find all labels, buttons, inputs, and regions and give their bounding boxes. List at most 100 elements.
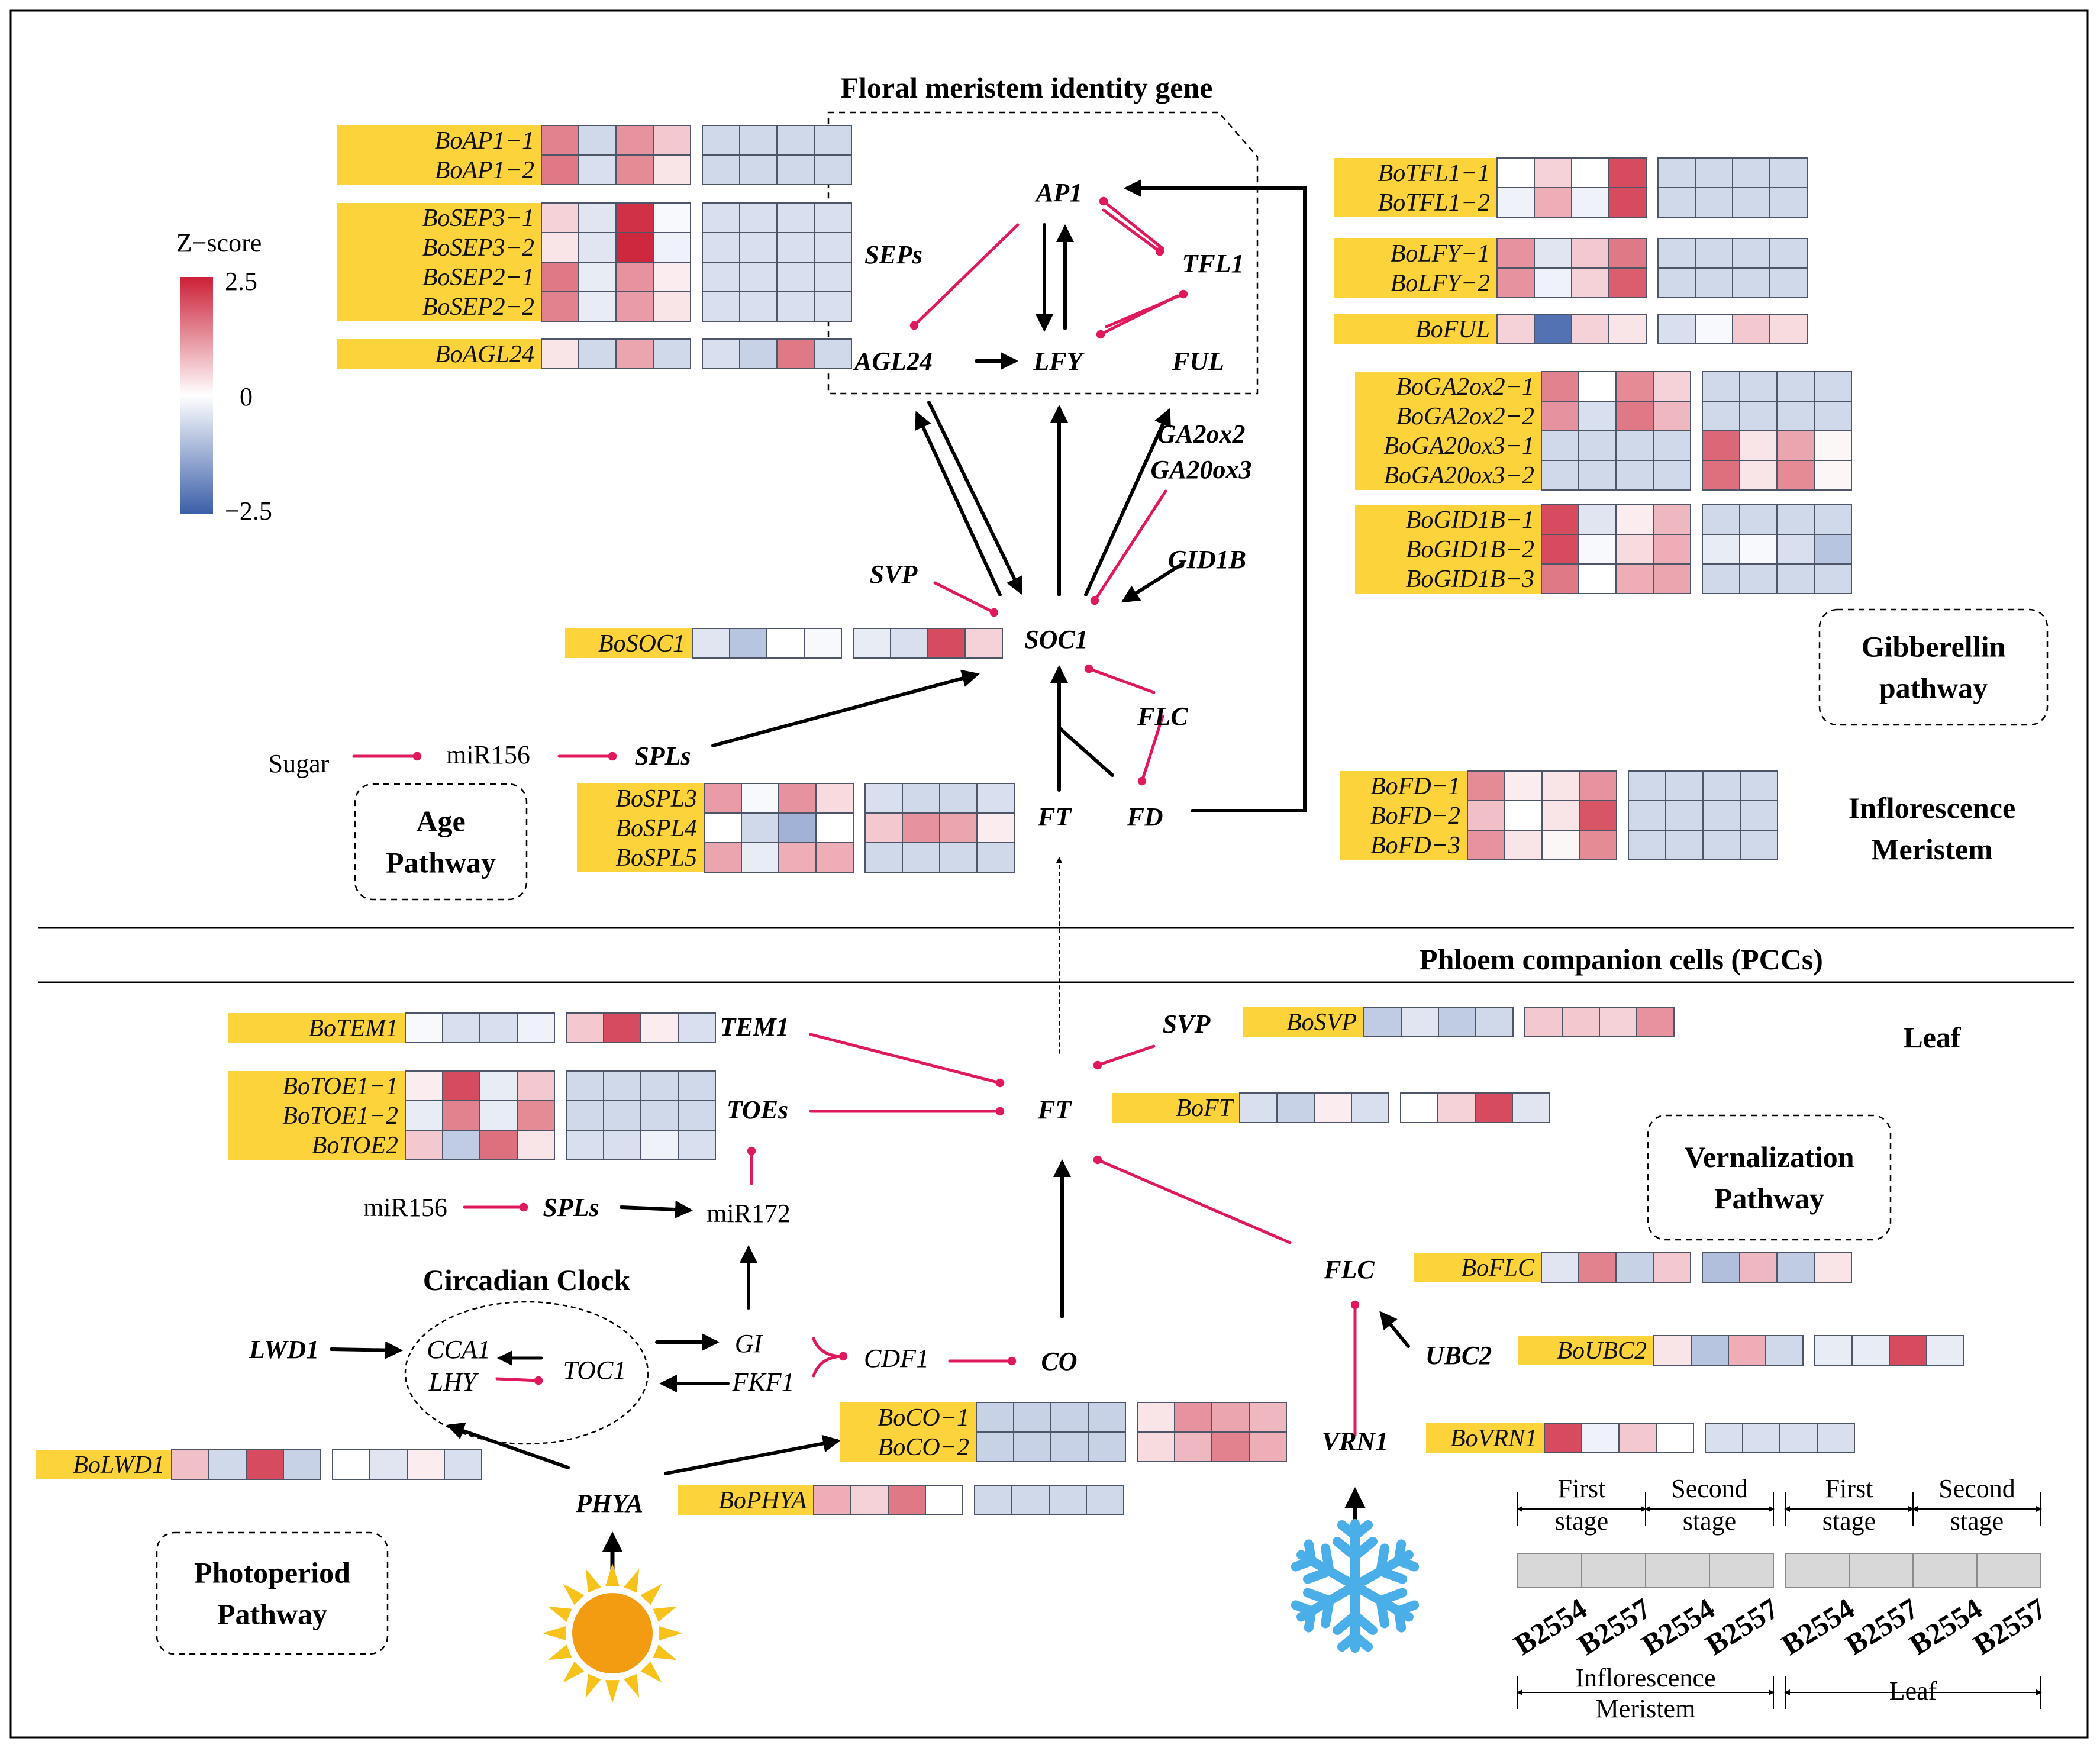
heatmap-row-label: BoAGL24 bbox=[435, 341, 534, 368]
heatmap-cell bbox=[653, 125, 691, 156]
heatmap-cell bbox=[653, 262, 691, 292]
heatmap-cell bbox=[678, 1130, 716, 1160]
heatmap-cell bbox=[479, 1130, 518, 1160]
heatmap-cell bbox=[566, 1130, 604, 1160]
heatmap-cell bbox=[1174, 1431, 1212, 1462]
heatmap-cell bbox=[517, 1012, 555, 1043]
zscore-bar bbox=[180, 277, 213, 514]
heatmap-cell bbox=[1608, 238, 1647, 269]
sun-icon bbox=[543, 1563, 682, 1703]
legend-tissue1-label: Inflorescence bbox=[1576, 1663, 1716, 1692]
edge-spls-mir172 bbox=[620, 1200, 693, 1218]
heatmap-label-bg bbox=[337, 339, 541, 369]
legend-col-label: B2557 bbox=[1840, 1592, 1924, 1662]
heatmap-cell bbox=[640, 1100, 679, 1131]
node-gi: GI bbox=[735, 1329, 764, 1358]
heatmap-cell bbox=[1732, 238, 1770, 269]
heatmap-cell bbox=[640, 1070, 679, 1101]
heatmap-cell bbox=[1541, 770, 1580, 801]
legend-stage1-label: stage bbox=[1555, 1507, 1608, 1536]
heatmap-label-bg bbox=[1518, 1336, 1654, 1365]
heatmap-cell bbox=[1578, 371, 1617, 402]
heatmap-row-label: BoSOC1 bbox=[598, 630, 685, 657]
heatmap-cell bbox=[902, 812, 940, 843]
heatmap-cell bbox=[1740, 770, 1778, 801]
edge-ap1-tfl1 bbox=[1102, 208, 1164, 256]
node-fkf1: FKF1 bbox=[731, 1368, 794, 1397]
heatmap-cell bbox=[739, 338, 778, 369]
heatmap-cell bbox=[702, 232, 740, 263]
heatmap-cell bbox=[1571, 187, 1609, 218]
heatmap-cell bbox=[1695, 238, 1733, 269]
heatmap-cell bbox=[739, 232, 778, 263]
node-ubc2: UBC2 bbox=[1425, 1341, 1492, 1370]
pathway-box-line: pathway bbox=[1879, 672, 1988, 705]
heatmap-cell bbox=[640, 1130, 679, 1160]
heatmap-cell bbox=[814, 125, 852, 156]
heatmap-cell bbox=[1571, 267, 1609, 298]
heatmap-cell bbox=[1728, 1335, 1766, 1366]
node-flc-top: FLC bbox=[1137, 702, 1188, 731]
heatmap-cell bbox=[1776, 504, 1815, 535]
zscore-legend: Z−score 2.5 0 −2.5 bbox=[176, 228, 272, 525]
heatmap-cell bbox=[1769, 157, 1808, 188]
heatmap-cell bbox=[976, 1431, 1014, 1462]
heatmap-cell bbox=[927, 628, 966, 659]
heatmap-cell bbox=[814, 262, 852, 292]
heatmap-cell bbox=[1776, 401, 1815, 431]
pathway-box-line: Meristem bbox=[1871, 833, 1992, 866]
heatmap-cell bbox=[776, 338, 815, 369]
heatmap-cell bbox=[1618, 1423, 1657, 1453]
edge-gifkf1-cdf1 bbox=[812, 1337, 842, 1378]
heatmap-cell bbox=[1776, 460, 1815, 491]
heatmap-cell bbox=[1628, 830, 1666, 860]
heatmap-cell bbox=[766, 628, 805, 659]
heatmap-cell bbox=[702, 338, 740, 369]
heatmap-cell bbox=[541, 202, 579, 233]
edge-phya-co bbox=[664, 1434, 841, 1475]
legend-cell bbox=[1912, 1553, 1978, 1588]
heatmap-cell bbox=[1695, 314, 1733, 344]
heatmap-cell bbox=[1814, 1335, 1853, 1366]
legend-tissue1-label: Meristem bbox=[1596, 1694, 1696, 1723]
heatmap-cell bbox=[1581, 1423, 1620, 1453]
heatmap-cell bbox=[1695, 157, 1733, 188]
heatmap-cell bbox=[1437, 1092, 1476, 1123]
sun-ray bbox=[548, 1644, 572, 1660]
heatmap-cell bbox=[615, 232, 654, 263]
heatmap-cell bbox=[692, 628, 730, 659]
heatmap-cell bbox=[1541, 563, 1579, 594]
heatmap-lwd1: BoLWD1 bbox=[36, 1449, 482, 1480]
heatmap-cell bbox=[776, 154, 815, 185]
heatmap-cell bbox=[1702, 430, 1740, 461]
heatmap-label-bg bbox=[1426, 1423, 1544, 1453]
heatmap-cell bbox=[1657, 157, 1696, 188]
node-lwd1: LWD1 bbox=[249, 1335, 319, 1364]
heatmap-label-bg bbox=[1243, 1007, 1364, 1037]
heatmap-label-bg bbox=[1340, 771, 1467, 860]
heatmap-cell bbox=[974, 1485, 1012, 1515]
heatmap-cell bbox=[1496, 187, 1535, 218]
heatmap-cell bbox=[814, 202, 852, 233]
heatmap-cell bbox=[1013, 1431, 1051, 1462]
heatmap-cell bbox=[653, 202, 691, 233]
node-ft-top: FT bbox=[1037, 802, 1072, 831]
heatmap-label-bg bbox=[1334, 314, 1497, 344]
heatmap-tem1: BoTEM1 bbox=[228, 1012, 716, 1043]
heatmap-cell bbox=[1691, 1335, 1729, 1366]
heatmap-cell bbox=[407, 1449, 445, 1480]
pathway-box-line: Photoperiod bbox=[194, 1556, 350, 1589]
heatmap-cell bbox=[815, 783, 854, 814]
snowflake-icon bbox=[1291, 1519, 1420, 1653]
heatmap-cell bbox=[902, 783, 940, 814]
heatmap-cell bbox=[541, 338, 579, 369]
heatmap-cell bbox=[1615, 534, 1654, 565]
heatmap-cell bbox=[1653, 371, 1691, 402]
heatmap-cell bbox=[1702, 770, 1741, 801]
heatmap-cell bbox=[1740, 800, 1778, 831]
heatmap-cell bbox=[1740, 830, 1778, 860]
legend-stage2-span-b bbox=[1912, 1492, 2042, 1526]
heatmap-cell bbox=[814, 154, 852, 185]
